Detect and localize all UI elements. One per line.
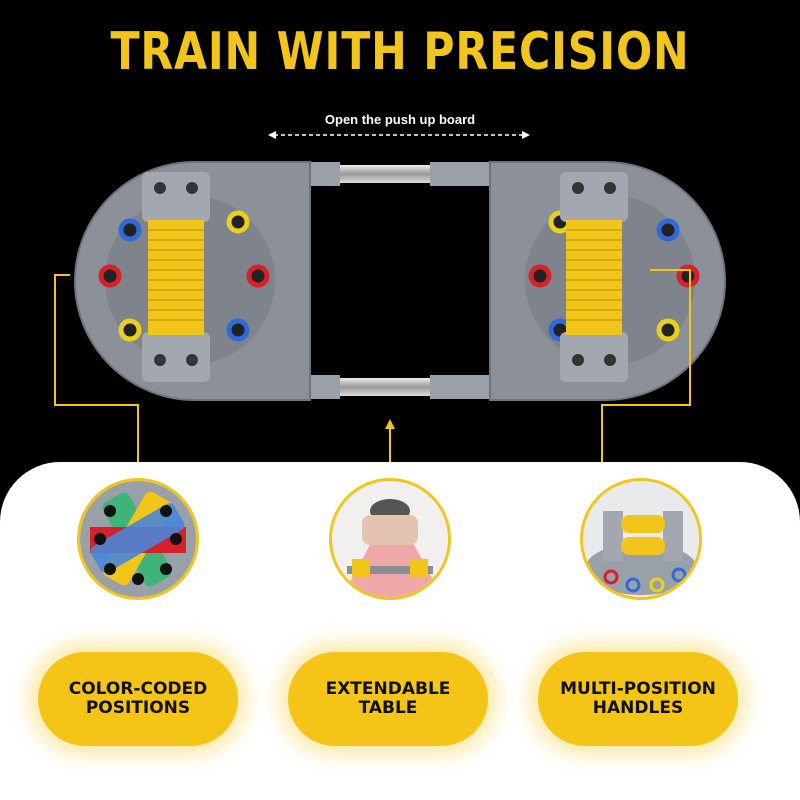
double-arrow-icon xyxy=(268,131,530,139)
feature-label: COLOR-CODED POSITIONS xyxy=(68,679,208,718)
feature-label: MULTI-POSITION HANDLES xyxy=(560,679,716,718)
color-positions-icon xyxy=(80,481,196,597)
page-title: TRAIN WITH PRECISION xyxy=(110,22,690,82)
pushup-board-image xyxy=(74,161,726,401)
feature-image-handles xyxy=(580,478,702,600)
connector-lines xyxy=(54,269,691,495)
feature-image-extendable-table xyxy=(329,478,451,600)
extendable-table-icon xyxy=(332,481,448,597)
feature-pill-extendable: EXTENDABLE TABLE xyxy=(288,652,488,746)
feature-image-color-positions xyxy=(77,478,199,600)
feature-label: EXTENDABLE TABLE xyxy=(325,679,451,718)
handles-icon xyxy=(583,481,699,597)
feature-pill-handles: MULTI-POSITION HANDLES xyxy=(538,652,738,746)
feature-pill-color-coded: COLOR-CODED POSITIONS xyxy=(38,652,238,746)
subtitle: Open the push up board xyxy=(324,112,476,127)
